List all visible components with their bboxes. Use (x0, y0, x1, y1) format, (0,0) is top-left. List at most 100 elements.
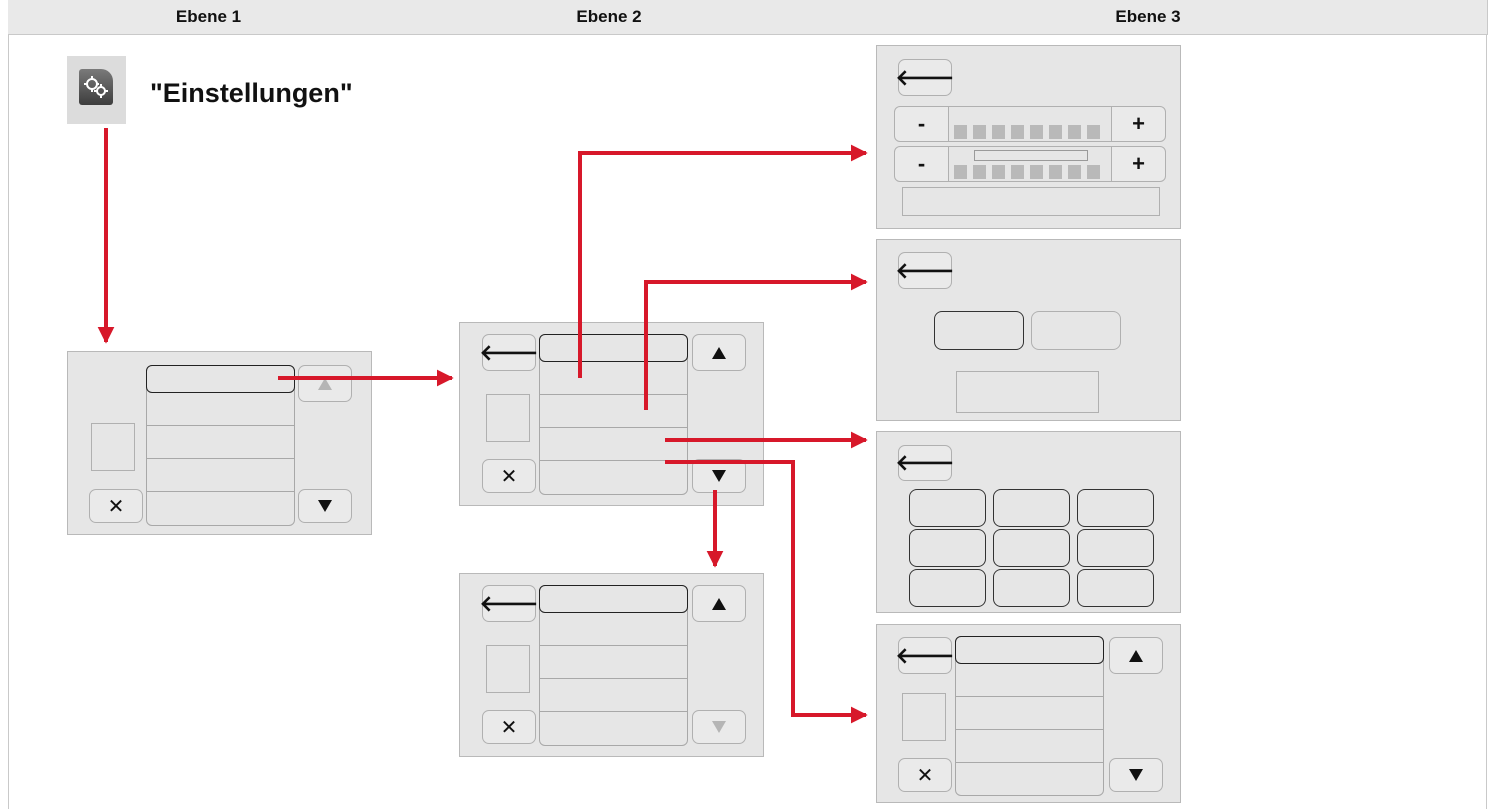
level3d-list-selected-item[interactable] (955, 636, 1104, 664)
slider1-segment (973, 125, 986, 139)
slider2-track[interactable] (948, 146, 1112, 182)
slider2-segment (1030, 165, 1043, 179)
arrow-down-icon (712, 721, 726, 733)
option-button-selected[interactable] (934, 311, 1024, 350)
level2-scroll-up-button[interactable] (692, 334, 746, 371)
slider2-value-box (974, 150, 1088, 161)
list-divider (955, 696, 1104, 697)
back-arrow-icon: 🡐 (895, 257, 955, 283)
grid-button[interactable] (993, 569, 1070, 607)
slider2-segment (1068, 165, 1081, 179)
back-arrow-icon: 🡐 (895, 64, 955, 90)
header-col-ebene-3: Ebene 3 (809, 0, 1488, 35)
level1-preview-square (91, 423, 135, 471)
header-col-ebene-2: Ebene 2 (409, 0, 810, 35)
arrow-to-option-screen (644, 273, 868, 410)
level1-close-button[interactable]: ✕ (89, 489, 143, 523)
level1-scroll-down-button[interactable] (298, 489, 352, 523)
slider1-segment (954, 125, 967, 139)
list-divider (955, 729, 1104, 730)
level3-grid-screen: 🡐 (876, 431, 1181, 613)
list-divider (539, 678, 688, 679)
level2b-scroll-up-button[interactable] (692, 585, 746, 622)
level3-option-screen: 🡐 (876, 239, 1181, 421)
level2-list-selected-item[interactable] (539, 334, 688, 362)
slider1-minus-button[interactable]: - (894, 106, 949, 142)
level3d-scroll-up-button[interactable] (1109, 637, 1163, 674)
slider2-segment (992, 165, 1005, 179)
list-divider (955, 762, 1104, 763)
level2-scroll-down-button[interactable] (692, 459, 746, 493)
slider1-segment (1049, 125, 1062, 139)
level3b-back-button[interactable]: 🡐 (895, 252, 955, 289)
slider1-segment (1011, 125, 1024, 139)
slider2-segment (954, 165, 967, 179)
level3-slider-screen: 🡐 - + - + (876, 45, 1181, 229)
settings-gears-icon[interactable] (67, 56, 126, 124)
slider2-segment (1087, 165, 1100, 179)
slider2-segment (1049, 165, 1062, 179)
close-icon: ✕ (916, 764, 934, 787)
level2-back-button[interactable]: 🡐 (479, 334, 539, 371)
level3a-info-bar (902, 187, 1160, 216)
arrow-to-list-screen (665, 460, 868, 724)
slider2-plus-button[interactable]: + (1111, 146, 1166, 182)
close-icon: ✕ (107, 495, 125, 518)
slider2-minus-button[interactable]: - (894, 146, 949, 182)
back-arrow-icon: 🡐 (479, 339, 539, 365)
list-divider (146, 491, 295, 492)
level2b-close-button[interactable]: ✕ (482, 710, 536, 744)
level2b-list-selected-item[interactable] (539, 585, 688, 613)
grid-button[interactable] (909, 489, 986, 527)
level2b-preview-square (486, 645, 530, 693)
list-divider (539, 711, 688, 712)
grid-button[interactable] (1077, 569, 1154, 607)
list-divider (539, 645, 688, 646)
slider1-segment (992, 125, 1005, 139)
grid-button[interactable] (1077, 529, 1154, 567)
level3d-preview-square (902, 693, 946, 741)
slider2-segment (973, 165, 986, 179)
arrow-up-icon (1129, 649, 1143, 662)
close-icon: ✕ (500, 465, 518, 488)
option-button[interactable] (1031, 311, 1121, 350)
level1-scroll-up-button[interactable] (298, 365, 352, 402)
slider1-plus-button[interactable]: + (1111, 106, 1166, 142)
level3d-scroll-down-button[interactable] (1109, 758, 1163, 792)
level3-list-screen: 🡐 ✕ (876, 624, 1181, 803)
grid-button[interactable] (909, 569, 986, 607)
level3d-close-button[interactable]: ✕ (898, 758, 952, 792)
level2b-back-button[interactable]: 🡐 (480, 585, 539, 622)
level3d-back-button[interactable]: 🡐 (896, 637, 955, 674)
frame-left-border (8, 34, 9, 809)
level2-list-screen: 🡐 ✕ (459, 322, 764, 506)
frame-right-border (1486, 34, 1487, 809)
settings-title: "Einstellungen" (150, 78, 353, 108)
back-arrow-icon: 🡐 (895, 450, 955, 475)
header-col-ebene-1: Ebene 1 (8, 0, 410, 35)
level2-close-button[interactable]: ✕ (482, 459, 536, 493)
level2-preview-square (486, 394, 530, 442)
arrow-up-icon (712, 597, 726, 610)
level3b-info-box (956, 371, 1099, 413)
level2b-scroll-down-button[interactable] (692, 710, 746, 744)
arrow-down-icon (318, 500, 332, 512)
list-divider (146, 458, 295, 459)
list-divider (539, 427, 688, 428)
level2-list-screen-scrolled: 🡐 ✕ (459, 573, 764, 757)
arrow-up-icon (318, 377, 332, 390)
grid-button[interactable] (1077, 489, 1154, 527)
list-divider (146, 425, 295, 426)
arrow-down-icon (712, 470, 726, 482)
slider1-segment (1087, 125, 1100, 139)
list-divider (539, 460, 688, 461)
level1-list-screen: ✕ (67, 351, 372, 535)
level3a-back-button[interactable]: 🡐 (895, 59, 955, 96)
level1-list-selected-item[interactable] (146, 365, 295, 393)
grid-button[interactable] (909, 529, 986, 567)
grid-button[interactable] (993, 529, 1070, 567)
grid-button[interactable] (993, 489, 1070, 527)
level3c-back-button[interactable]: 🡐 (895, 445, 955, 481)
list-divider (539, 394, 688, 395)
